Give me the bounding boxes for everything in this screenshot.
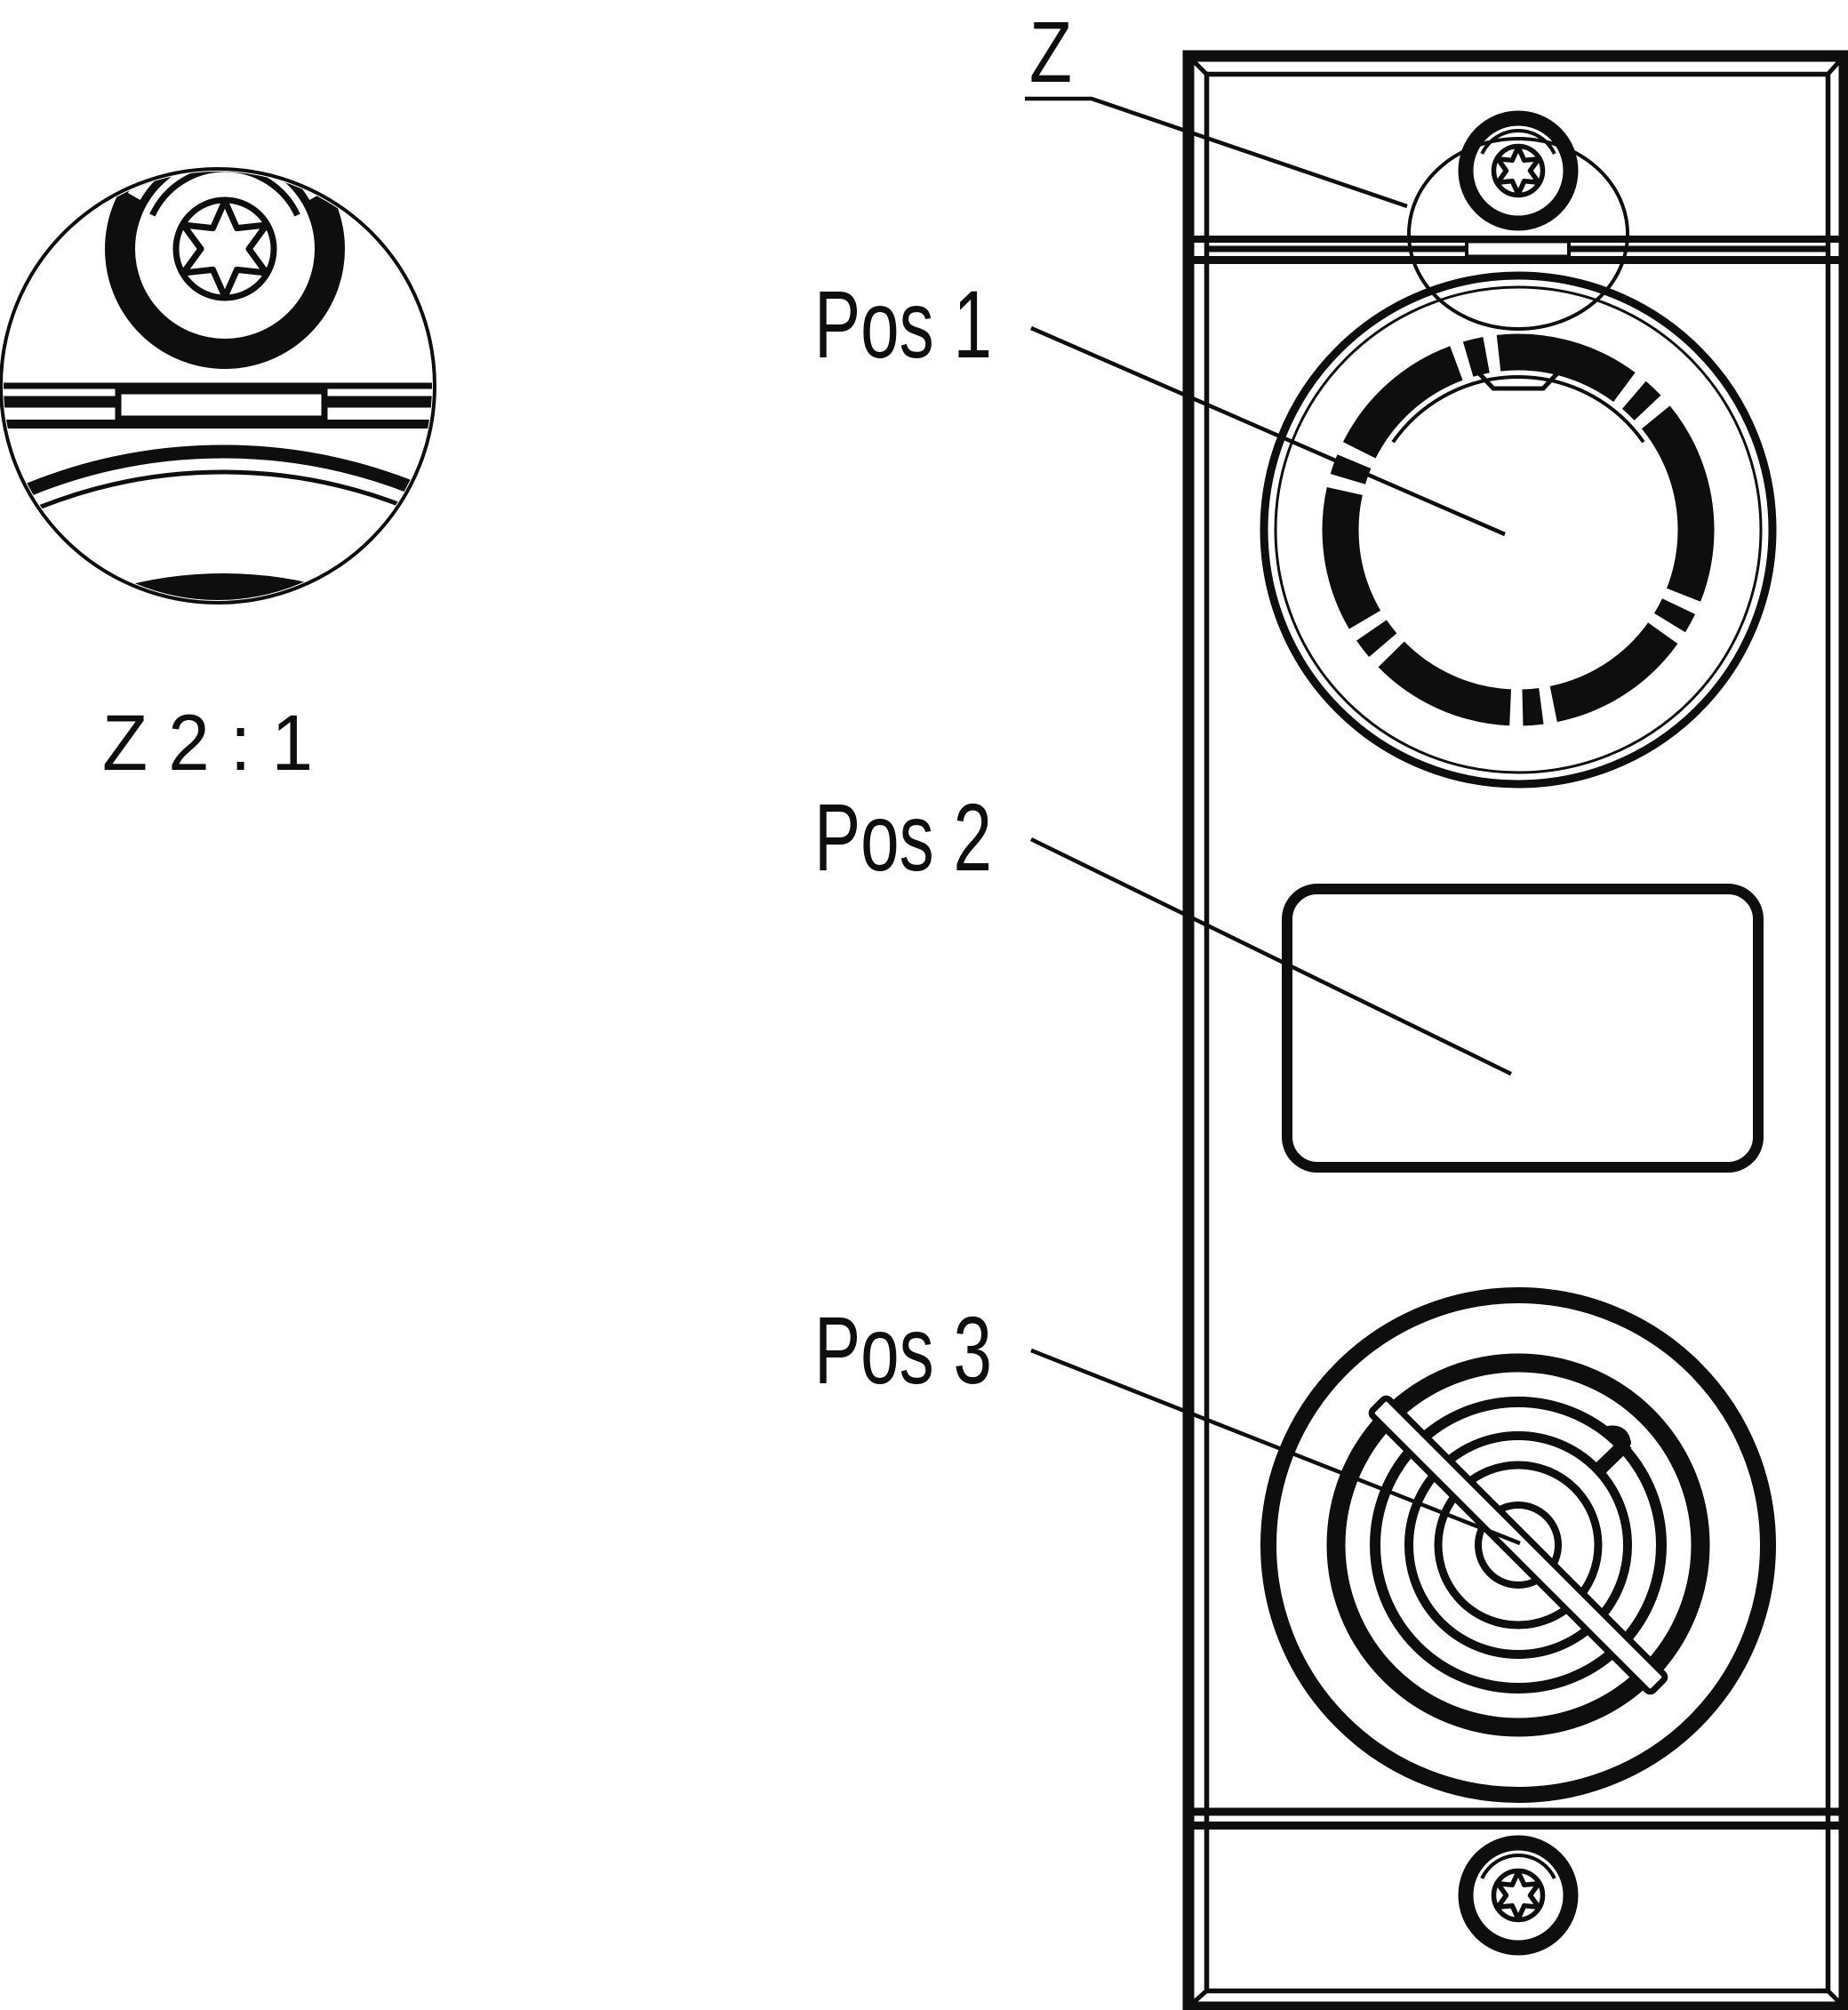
callout-leader-z (1025, 96, 1408, 209)
callout-leader-pos1 (1030, 325, 1506, 537)
callout-leader-pos2 (1030, 837, 1512, 1077)
detail-view-z: Z 2 : 1 (0, 167, 436, 787)
bevel-corner-bottom-left (1190, 1988, 1210, 2006)
bottom-seam (1194, 1807, 1839, 1830)
pos3-ring-5 (1434, 1461, 1603, 1630)
torx-star-icon (1495, 144, 1541, 197)
detail-bayonet-notched-arc (4, 573, 432, 600)
callout-label-pos2: Pos 2 (814, 783, 992, 891)
top-seam (1194, 236, 1839, 264)
pos1-outer-bezel-inner-line (1274, 285, 1763, 774)
detail-ring-outer-arc (4, 444, 432, 600)
pos3-ring-3 (1370, 1397, 1667, 1694)
pos3-center-ring (1475, 1501, 1562, 1589)
detail-screw-inner-arc (149, 172, 300, 217)
detail-torx-star-icon (180, 197, 270, 300)
callouts: Z Pos 1 Pos 2 Pos 3 (814, 4, 1521, 1546)
pos3-outer-bezel (1260, 1287, 1776, 1803)
callout-label-pos1: Pos 1 (814, 270, 992, 378)
pos3-diagonal-bar (1368, 1395, 1668, 1695)
pos3-diagonal-bar-group (1368, 1395, 1668, 1695)
pos1-outer-bezel-circle (1260, 271, 1777, 789)
detail-screw-ring (105, 172, 345, 369)
detail-view-boundary-circle (0, 167, 436, 605)
detail-view-scale-label: Z 2 : 1 (102, 698, 313, 787)
screw-outer-ring (1458, 110, 1579, 231)
pos3-speaker-dial-module (1260, 1287, 1776, 1803)
pos1-top-notch-mark (1477, 372, 1559, 391)
pos3-index-tab (1591, 1437, 1632, 1477)
pos3-ring-2 (1326, 1353, 1710, 1737)
callout-label-z: Z (1029, 4, 1072, 100)
panel-inner-bevel-frame (1204, 71, 1831, 1994)
pos1-bayonet-notched-ring (1322, 333, 1715, 726)
pos1-bayonet-ring-module (1260, 271, 1777, 789)
bevel-corner-top-left (1190, 58, 1210, 77)
pos2-nameplate-window (1282, 884, 1764, 1173)
pos3-ring-4 (1404, 1431, 1632, 1659)
detail-ring-outer-arc-inner-line (4, 469, 432, 600)
detail-seam-latch-plate (115, 388, 328, 422)
front-panel (1182, 50, 1848, 2010)
bevel-corner-bottom-right (1825, 1988, 1843, 2006)
callout-label-pos3: Pos 3 (814, 1296, 992, 1404)
pos1-inner-top-arc (1391, 375, 1645, 444)
detail-view-content (4, 172, 432, 600)
callout-leader-pos3 (1030, 1348, 1521, 1546)
top-seam-latch-plate (1465, 239, 1571, 259)
detail-marker-circle-z (1407, 137, 1629, 331)
bevel-corner-top-right (1825, 58, 1843, 77)
pos3-index-tab-hook (1604, 1425, 1631, 1447)
